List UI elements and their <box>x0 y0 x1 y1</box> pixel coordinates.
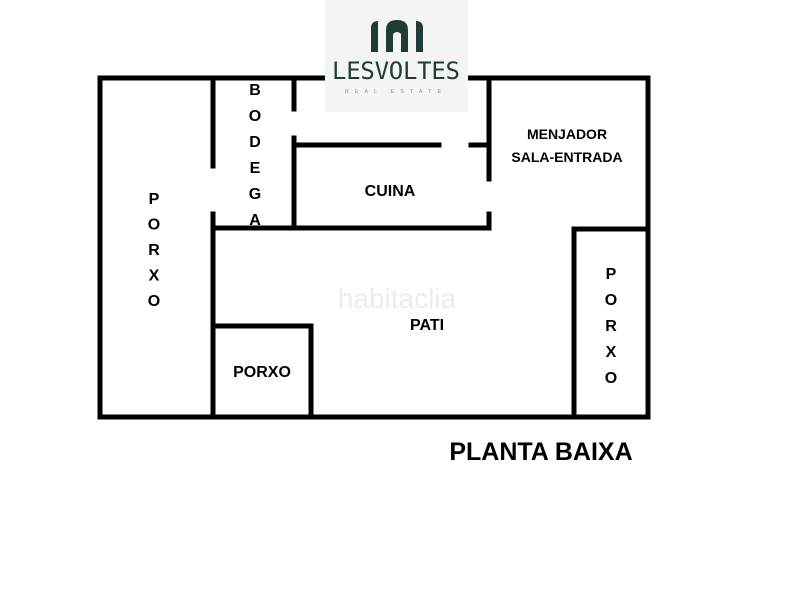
label-letter: R <box>148 242 160 259</box>
arches-icon <box>371 20 423 52</box>
logo-tagline: REAL ESTATE <box>345 89 447 95</box>
logo: LESVOLTES REAL ESTATE <box>325 0 468 112</box>
room-label-menjador: MENJADOR <box>527 126 607 142</box>
label-letter: O <box>148 217 160 234</box>
logo-name: LESVOLTES <box>332 57 460 85</box>
label-letter: A <box>249 212 261 229</box>
label-letter: P <box>606 266 617 283</box>
label-letter: E <box>250 160 261 177</box>
watermark: habitaclia <box>338 283 457 314</box>
room-label-pati: PATI <box>410 317 444 334</box>
label-letter: D <box>249 134 261 151</box>
label-letter: O <box>148 293 160 310</box>
label-letter: X <box>606 344 617 361</box>
room-label-sala-entrada: SALA-ENTRADA <box>511 149 622 165</box>
label-letter: R <box>605 318 617 335</box>
plan-title: PLANTA BAIXA <box>449 438 632 466</box>
room-label-porxo-small: PORXO <box>233 364 291 381</box>
walls <box>97 75 651 420</box>
label-letter: B <box>249 82 261 99</box>
label-letter: O <box>605 370 617 387</box>
label-letter: O <box>249 108 261 125</box>
label-letter: O <box>605 292 617 309</box>
label-letter: X <box>149 268 160 285</box>
label-letter: P <box>149 191 160 208</box>
label-letter: G <box>249 186 261 203</box>
room-label-cuina: CUINA <box>365 183 416 200</box>
logo-background <box>325 0 468 112</box>
